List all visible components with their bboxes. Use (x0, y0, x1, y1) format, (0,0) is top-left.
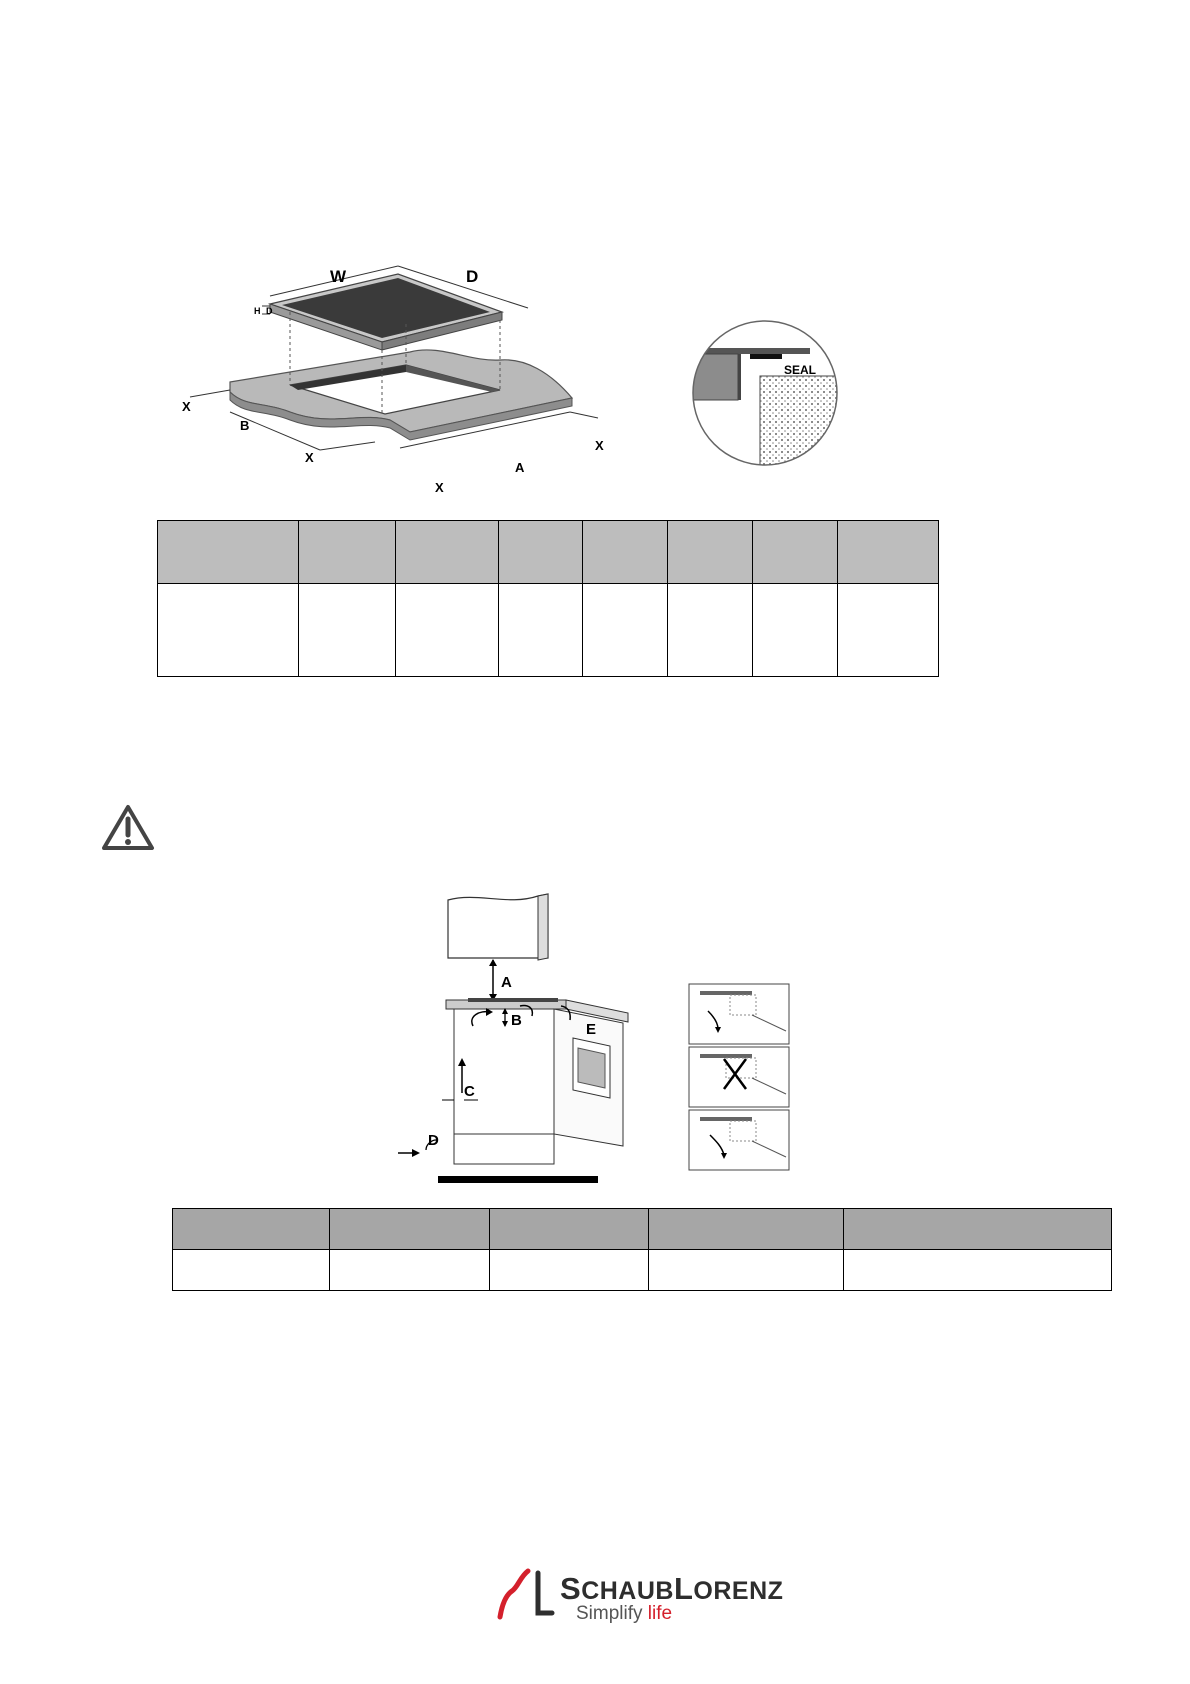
vent-panel-correct-2 (688, 1109, 790, 1171)
logo-tagline-accent: life (647, 1603, 673, 1624)
table-header-cell (582, 520, 669, 584)
logo-brand-second-rest: ORENZ (693, 1577, 784, 1605)
label-h: H (254, 306, 261, 316)
table-header-cell (157, 520, 299, 584)
label-x-bottom: X (435, 480, 444, 495)
logo-brand-first-rest: CHAUB (581, 1577, 674, 1605)
table-cell (843, 1249, 1112, 1291)
logo-brand-second-initial: L (673, 1571, 694, 1606)
table-row (157, 583, 939, 677)
label-seal: SEAL (784, 363, 816, 377)
table-cell (328, 1249, 490, 1291)
table-cell (648, 1249, 845, 1291)
table-cell (837, 583, 939, 677)
label-x-right: X (595, 438, 604, 453)
warning-triangle-icon (102, 805, 154, 850)
label-x-left: X (182, 399, 191, 414)
label-a: A (515, 460, 525, 475)
label-d-small: D (266, 306, 273, 316)
table-row (172, 1249, 1112, 1291)
label-w: W (330, 267, 347, 286)
table-header-cell (752, 520, 839, 584)
table-cell (582, 583, 669, 677)
vent-panel-correct-1 (688, 983, 790, 1045)
seal-detail-diagram: SEAL (692, 320, 838, 466)
label-b: B (240, 418, 249, 433)
table-cell (157, 583, 299, 677)
label-vent-d: D (428, 1132, 439, 1149)
table-header-cell (837, 520, 939, 584)
table-header-cell (648, 1208, 845, 1250)
table-header-cell (297, 520, 396, 584)
ventilation-clearance-diagram: A B C D E (398, 893, 629, 1183)
table-header-cell (843, 1208, 1112, 1250)
vent-panel-incorrect (688, 1046, 790, 1108)
table-cell (394, 583, 499, 677)
label-d: D (466, 267, 478, 286)
table-cell (297, 583, 396, 677)
table-cell (752, 583, 839, 677)
label-vent-a: A (501, 974, 512, 991)
table-cell (497, 583, 584, 677)
label-vent-e: E (586, 1021, 596, 1038)
table-header-row (157, 520, 939, 584)
clearance-table (172, 1208, 1112, 1291)
table-header-cell (394, 520, 499, 584)
table-cell (667, 583, 754, 677)
logo-brand-first-initial: S (560, 1571, 582, 1606)
hob-cutout-diagram: W D H D X B X X A X (182, 265, 604, 495)
cutout-dimensions-table (157, 520, 939, 677)
countertop (229, 349, 574, 441)
table-header-cell (328, 1208, 490, 1250)
table-header-cell (497, 520, 584, 584)
table-header-row (172, 1208, 1112, 1250)
logo-mark-icon (497, 1568, 555, 1620)
label-x-front: X (305, 450, 314, 465)
ventilation-detail-panels (688, 983, 790, 1171)
logo-tagline-main: Simplify (576, 1603, 643, 1624)
table-header-cell (667, 520, 754, 584)
table-cell (488, 1249, 650, 1291)
table-header-cell (172, 1208, 330, 1250)
label-vent-b: B (511, 1012, 522, 1029)
table-header-cell (488, 1208, 650, 1250)
table-cell (172, 1249, 330, 1291)
brand-logo: SCHAUBLORENZ Simplify life (494, 1565, 794, 1625)
label-vent-c: C (464, 1083, 475, 1100)
